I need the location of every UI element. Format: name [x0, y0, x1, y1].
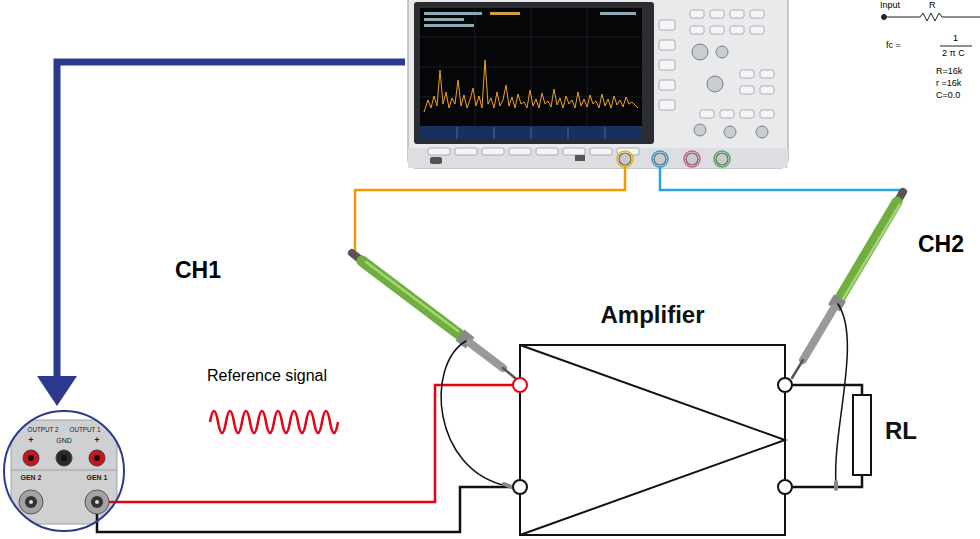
generator-label: GEN 1	[86, 474, 107, 482]
schematic-label: Input	[880, 0, 900, 10]
block-heading: Amplifier	[600, 301, 704, 329]
node-outline	[853, 395, 871, 475]
output-label: OUTPUT 2	[27, 426, 58, 433]
ground-label: GND	[56, 437, 72, 445]
component-value: r =16k	[936, 78, 961, 88]
schematic-label: R	[929, 0, 936, 10]
formula-text: 1	[953, 33, 958, 43]
highlight-circle	[4, 411, 124, 531]
function-generator: OUTPUT 2 OUTPUT 1 + GND + GEN 2 GEN 1	[3, 410, 125, 532]
polarity-mark: +	[28, 435, 33, 445]
component-value: C=0.0	[936, 90, 960, 100]
terminal	[778, 480, 792, 494]
amplifier-block: Amplifier	[520, 345, 785, 535]
output-return-wire	[792, 475, 862, 487]
terminal	[513, 378, 527, 392]
signal-wire	[115, 385, 513, 502]
node-outline	[520, 345, 785, 535]
resistor-label: RL	[885, 417, 917, 445]
channel-label: CH2	[918, 231, 964, 257]
terminal	[513, 480, 527, 494]
ground-wire	[97, 487, 513, 532]
oscilloscope	[408, 0, 788, 168]
signal-label: Reference signal	[207, 367, 327, 385]
resistor-symbol	[853, 395, 871, 475]
control-arrow	[37, 62, 405, 406]
sine-burst	[210, 411, 338, 433]
load-resistor: RL	[853, 395, 871, 475]
formula-text: fc =	[886, 40, 901, 50]
generator-panel	[3, 410, 125, 532]
output-wire	[792, 385, 862, 395]
ch1-probe	[352, 253, 515, 488]
node-outline	[3, 410, 125, 532]
polarity-mark: +	[94, 435, 99, 445]
generator-label: GEN 2	[20, 474, 41, 482]
formula-text: 2 π C	[942, 48, 965, 58]
amplifier-box	[520, 345, 785, 535]
terminal	[778, 378, 792, 392]
ch2-probe	[792, 192, 903, 489]
output-label: OUTPUT 1	[69, 426, 100, 433]
ch2-cable	[660, 167, 900, 196]
component-value: R=16k	[936, 66, 962, 76]
ch1-cable	[355, 167, 625, 256]
channel-label: CH1	[175, 257, 221, 283]
amplifier-triangle	[520, 345, 785, 535]
